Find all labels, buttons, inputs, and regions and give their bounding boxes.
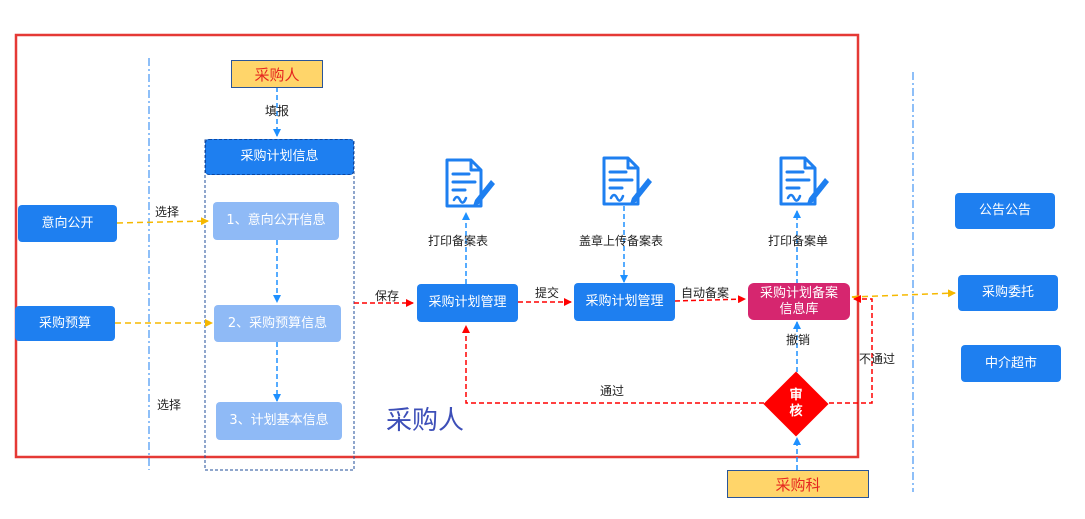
label-fill: 填报 bbox=[265, 104, 290, 118]
node-announcement[interactable]: 公告公告 bbox=[955, 193, 1055, 229]
role-procurement-dept: 采购科 bbox=[727, 470, 869, 498]
review-line1: 审 bbox=[789, 387, 803, 403]
node-plan-manage-1[interactable]: 采购计划管理 bbox=[417, 284, 518, 322]
plan-item-basic-info[interactable]: 3、计划基本信息 bbox=[216, 402, 342, 440]
node-plan-record-db[interactable]: 采购计划备案 信息库 bbox=[748, 283, 850, 320]
purchaser-frame-label: 采购人 bbox=[386, 406, 465, 436]
review-line2: 核 bbox=[789, 404, 803, 419]
role-purchaser: 采购人 bbox=[231, 60, 323, 88]
node-budget[interactable]: 采购预算 bbox=[15, 306, 115, 341]
label-fail: 不通过 bbox=[859, 352, 896, 366]
node-agency-market[interactable]: 中介超市 bbox=[961, 345, 1061, 382]
purchaser-frame bbox=[14, 33, 860, 459]
label-print-record: 打印备案表 bbox=[428, 234, 489, 248]
review-decision[interactable]: 审 核 bbox=[763, 371, 829, 437]
label-select-1: 选择 bbox=[155, 205, 180, 219]
plan-group-box bbox=[204, 139, 355, 471]
label-stamp-upload: 盖章上传备案表 bbox=[579, 234, 664, 248]
plan-item-budget-info[interactable]: 2、采购预算信息 bbox=[214, 305, 341, 342]
label-print-record-sheet: 打印备案单 bbox=[768, 234, 829, 248]
label-submit: 提交 bbox=[535, 286, 560, 300]
label-auto-record: 自动备案 bbox=[681, 286, 730, 300]
record-db-line1: 采购计划备案 bbox=[759, 285, 838, 301]
label-save: 保存 bbox=[375, 289, 400, 303]
label-revoke: 撤销 bbox=[786, 333, 811, 347]
node-intent-public[interactable]: 意向公开 bbox=[18, 205, 117, 242]
node-entrust[interactable]: 采购委托 bbox=[958, 275, 1058, 311]
document-sign-icon bbox=[445, 158, 495, 208]
document-sign-icon bbox=[602, 156, 652, 206]
plan-group-header[interactable]: 采购计划信息 bbox=[205, 139, 354, 175]
label-select-2: 选择 bbox=[157, 398, 182, 412]
document-sign-icon bbox=[779, 156, 829, 206]
plan-item-intent-info[interactable]: 1、意向公开信息 bbox=[213, 202, 339, 240]
label-pass: 通过 bbox=[600, 384, 625, 398]
record-db-line2: 信息库 bbox=[779, 301, 819, 317]
node-plan-manage-2[interactable]: 采购计划管理 bbox=[574, 283, 675, 321]
